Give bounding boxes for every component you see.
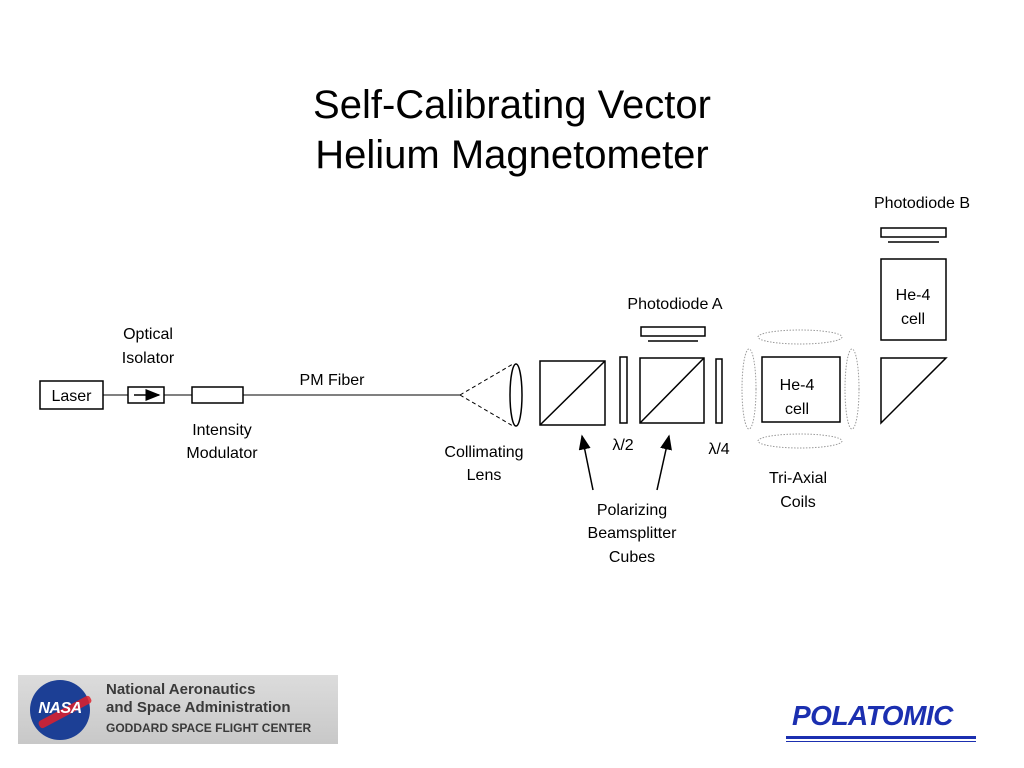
photodiode-a — [640, 326, 706, 337]
he4-cell-main-label-2: cell — [785, 401, 809, 418]
intensity-modulator-label-1: Intensity — [192, 422, 252, 439]
coil-left — [741, 348, 757, 430]
he4-cell-top — [880, 258, 947, 341]
he4-cell-main — [761, 356, 841, 423]
pbs-label-2: Beamsplitter — [588, 525, 678, 542]
slide-title: Self-Calibrating Vector Helium Magnetome… — [0, 80, 1024, 180]
polatomic-underline-thin — [786, 741, 976, 742]
nasa-text-line-2: and Space Administration — [106, 699, 291, 716]
nasa-goddard-logo: NASA National Aeronautics and Space Admi… — [18, 675, 338, 744]
pbs-label-1: Polarizing — [597, 502, 667, 519]
he4-cell-top-label-2: cell — [901, 311, 925, 328]
quarter-wave-plate — [715, 358, 723, 424]
tri-axial-label-2: Coils — [780, 494, 816, 511]
photodiode-b-label: Photodiode B — [874, 195, 970, 212]
pm-fiber-label: PM Fiber — [300, 372, 366, 389]
optical-isolator-label-2: Isolator — [122, 350, 175, 367]
half-wave-plate — [619, 356, 628, 424]
beamsplitter-2-diagonal — [639, 357, 705, 424]
collimating-lens-label-1: Collimating — [444, 444, 523, 461]
beam-divergence-bottom — [459, 394, 514, 427]
collimating-lens-label-2: Lens — [467, 467, 502, 484]
nasa-meatball-icon: NASA — [30, 680, 93, 740]
pbs-arrow-2 — [656, 434, 672, 491]
polatomic-logo: POLATOMIC — [786, 698, 978, 746]
laser-box — [39, 380, 104, 410]
photodiode-a-label: Photodiode A — [627, 296, 723, 313]
polatomic-underline — [786, 736, 976, 739]
beamsplitter-1-diagonal — [539, 360, 606, 426]
intensity-modulator — [191, 386, 244, 404]
mirror-prism — [880, 357, 948, 425]
title-line-2: Helium Magnetometer — [315, 133, 709, 177]
laser-label: Laser — [51, 388, 92, 405]
he4-cell-top-label-1: He-4 — [896, 287, 931, 304]
pbs-label-3: Cubes — [609, 549, 655, 566]
collimating-lens — [509, 363, 523, 427]
photodiode-b — [880, 227, 947, 238]
quarter-wave-label: λ/4 — [708, 441, 729, 458]
nasa-wordmark: NASA — [38, 700, 82, 717]
half-wave-label: λ/2 — [612, 437, 633, 454]
nasa-text-line-1: National Aeronautics — [106, 681, 256, 698]
coil-bottom — [757, 433, 843, 449]
he4-cell-main-label-1: He-4 — [780, 377, 815, 394]
pbs-arrow-1 — [578, 434, 594, 491]
beam-divergence-top — [459, 363, 514, 396]
intensity-modulator-label-2: Modulator — [186, 445, 258, 462]
optical-isolator-label-1: Optical — [123, 326, 173, 343]
nasa-text-line-3: GODDARD SPACE FLIGHT CENTER — [106, 721, 312, 735]
nasa-text-block: National Aeronautics and Space Administr… — [106, 681, 311, 737]
coil-right — [844, 348, 860, 430]
title-line-1: Self-Calibrating Vector — [313, 83, 711, 127]
coil-top — [757, 329, 843, 345]
polatomic-wordmark: POLATOMIC — [792, 700, 953, 731]
tri-axial-label-1: Tri-Axial — [769, 470, 827, 487]
